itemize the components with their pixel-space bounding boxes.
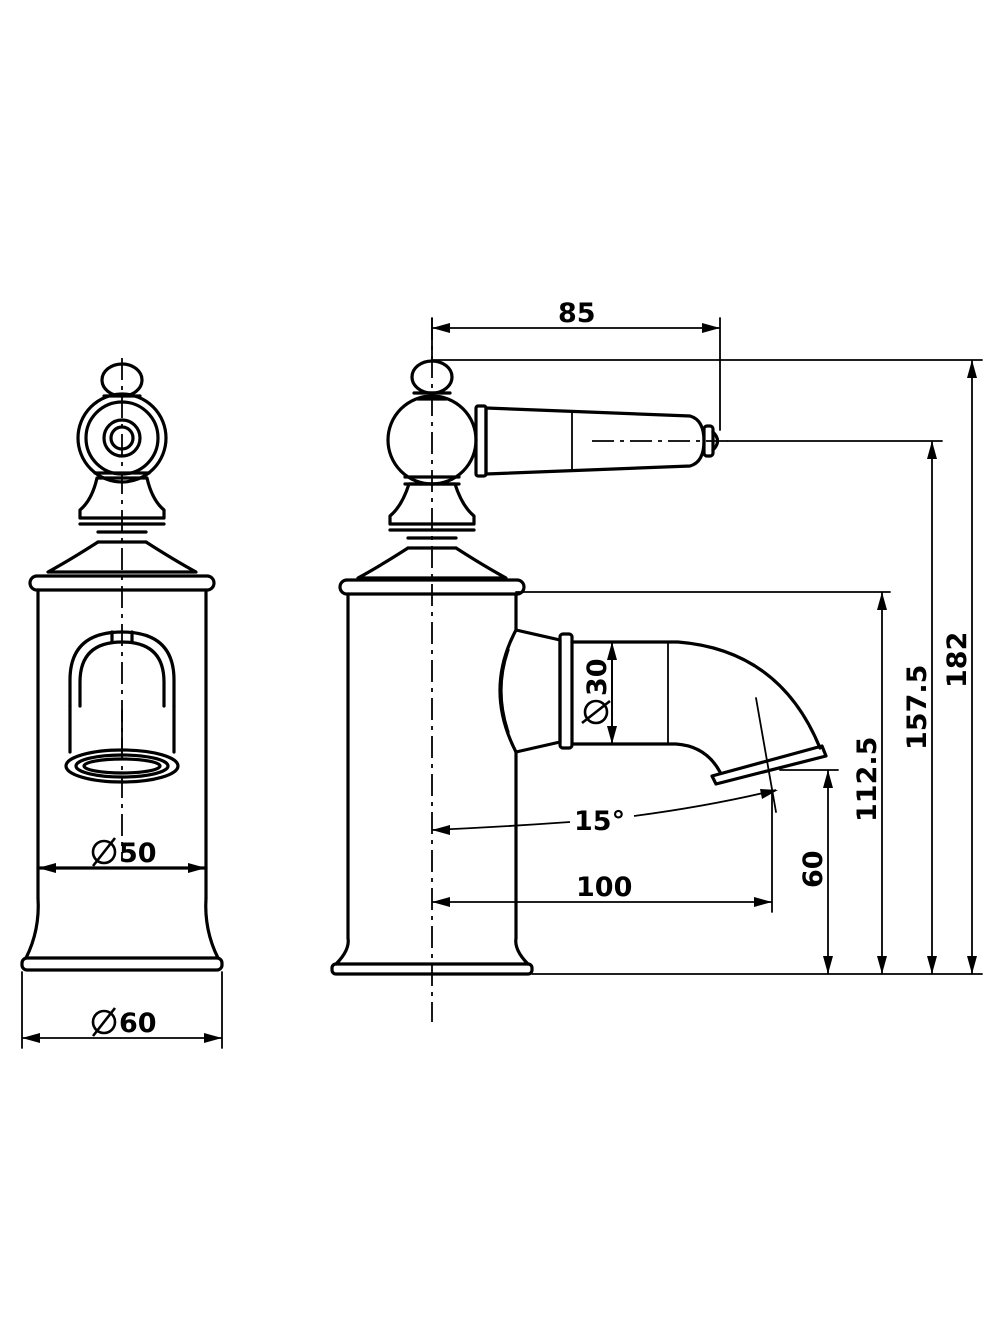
overall-height-dimension: 182 [942, 360, 977, 974]
outlet-height-label: 60 [798, 850, 829, 888]
diameter-symbol [91, 837, 117, 867]
spout-reach-dimension: 100 [432, 789, 773, 913]
diameter-symbol [91, 1007, 117, 1037]
front-cap [28, 540, 216, 592]
lever-reach-dimension: 85 [431, 298, 721, 431]
spout-angle-dimension: 15° [431, 789, 778, 837]
side-spout [498, 628, 828, 813]
spout-height-dimension: 112.5 [852, 592, 887, 974]
body-diameter-label: 50 [119, 838, 157, 869]
diameter-symbol [581, 699, 611, 725]
overall-height-label: 182 [942, 632, 973, 688]
lever-reach-label: 85 [558, 298, 596, 329]
front-knob [76, 362, 168, 544]
spout-diameter-label: 30 [582, 658, 613, 696]
base-diameter-label: 60 [119, 1008, 157, 1039]
side-cap [338, 546, 526, 596]
spout-diameter-dimension: 30 [581, 642, 617, 744]
body-diameter-dimension: 50 [38, 837, 206, 873]
front-view: 50 60 [20, 358, 224, 1049]
lever-height-dimension: 157.5 [902, 441, 937, 974]
side-body [330, 592, 534, 976]
spout-angle-label: 15° [574, 806, 625, 837]
base-diameter-dimension: 60 [21, 971, 223, 1049]
spout-height-label: 112.5 [852, 737, 883, 822]
side-view: 30 85 15° 100 [330, 298, 983, 1022]
front-spout [64, 630, 180, 784]
lever-height-label: 157.5 [902, 665, 933, 750]
lever-handle [474, 404, 728, 478]
spout-reach-label: 100 [576, 872, 632, 903]
outlet-height-dimension: 60 [798, 770, 833, 974]
